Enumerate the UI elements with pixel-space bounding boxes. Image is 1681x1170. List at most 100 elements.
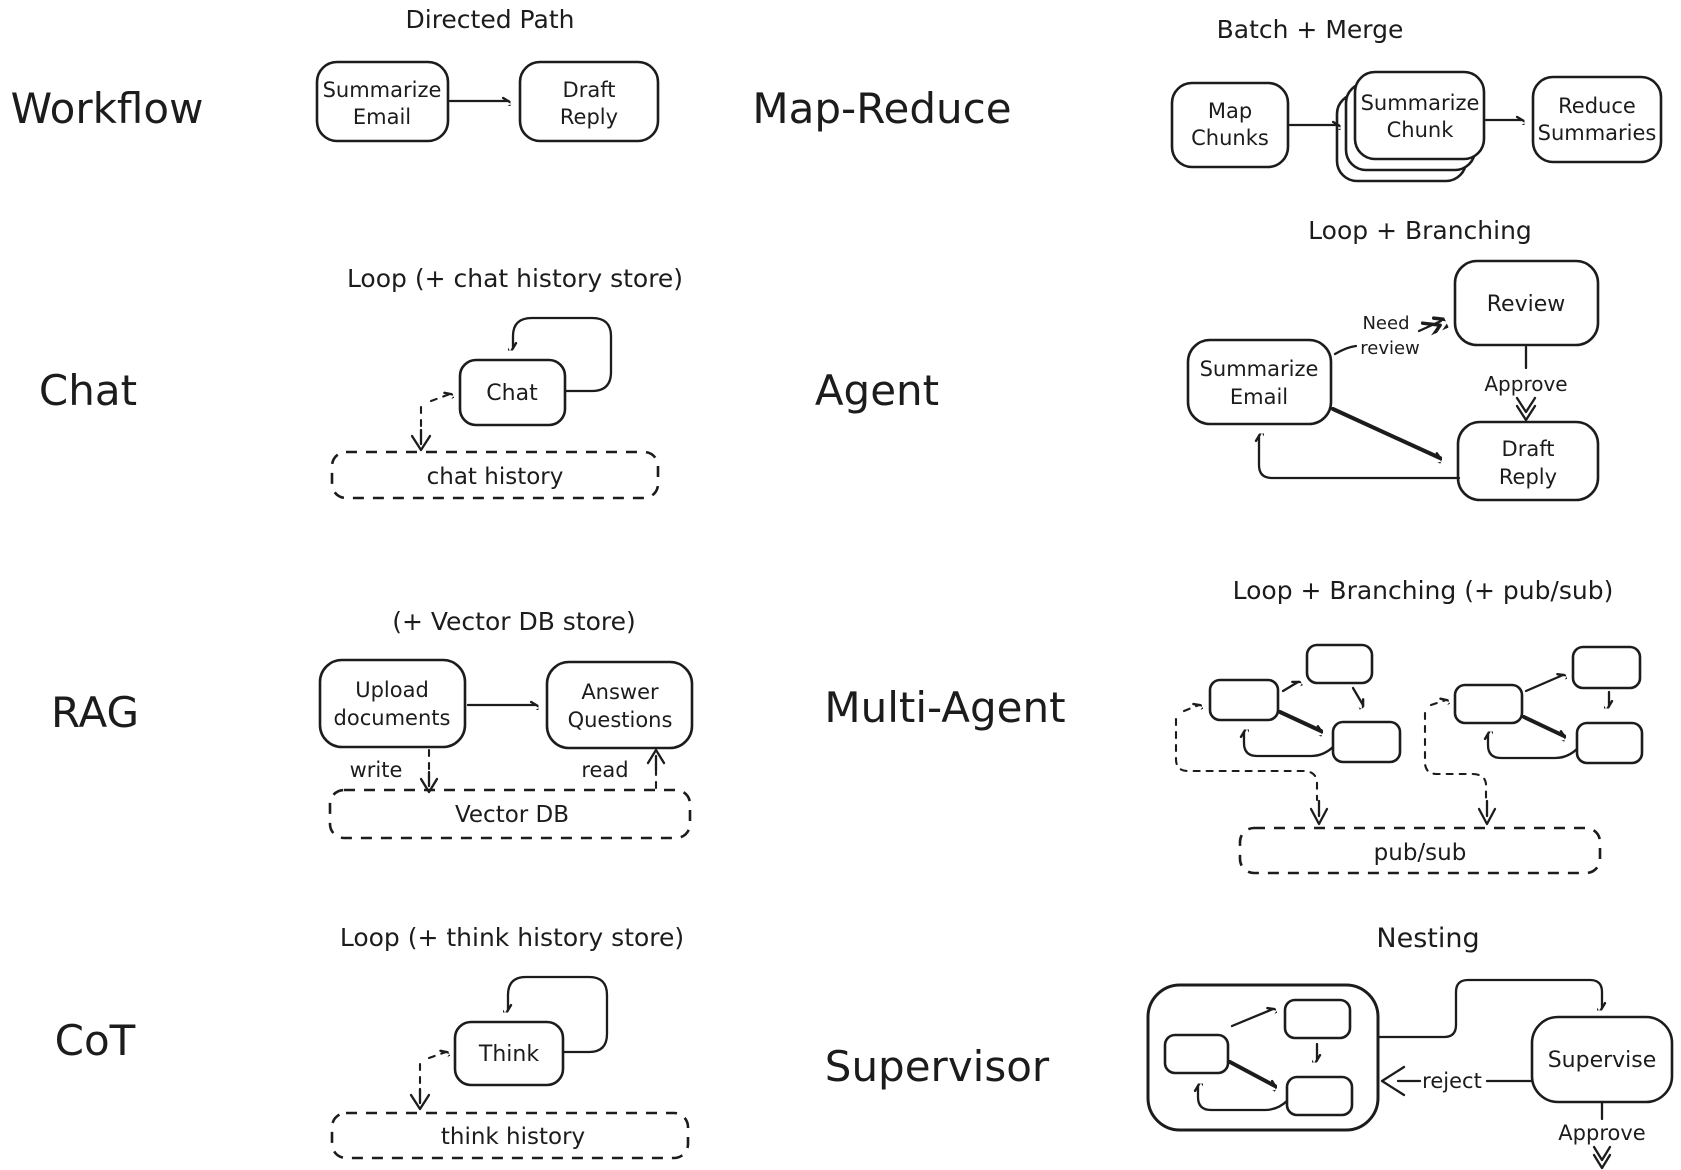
rag-write-label: write	[350, 758, 403, 782]
rag-answer-line2: Questions	[568, 708, 673, 732]
think-history-store-box	[330, 1111, 690, 1160]
cluster2-top-node	[1571, 645, 1642, 690]
rag-answer-box	[545, 660, 694, 750]
section-cot: Loop (+ think history store) CoT Think t…	[55, 923, 690, 1160]
cluster1-top-node	[1305, 643, 1374, 685]
multi-agent-title: Loop + Branching (+ pub/sub)	[1233, 576, 1614, 605]
supervise-approve-arrowhead	[1592, 1145, 1612, 1170]
nested-left-to-bottom-arrow	[1228, 1060, 1275, 1086]
chat-history-store-box	[330, 450, 660, 500]
agent-summarize-email-box	[1186, 338, 1333, 426]
think-history-store-label: think history	[441, 1124, 585, 1150]
workflow-summarize-email-box	[315, 60, 450, 143]
workflow-draft-reply-line2: Reply	[560, 105, 618, 129]
agent-need-review-line1: Need	[1362, 313, 1409, 334]
agent-review-label: Review	[1487, 292, 1566, 317]
workflow-title: Directed Path	[406, 5, 575, 34]
section-agent: Loop + Branching Agent Summarize Email R…	[815, 216, 1600, 502]
cluster2-left-node	[1453, 683, 1524, 725]
agent-to-draft-arrow	[1331, 407, 1440, 458]
rag-read-arrowhead	[646, 748, 666, 772]
container-to-supervise-connector	[1377, 978, 1602, 1039]
agent-summarize-email-line2: Email	[1230, 385, 1288, 409]
reduce-summaries-line2: Summaries	[1538, 121, 1657, 145]
workflow-draft-reply-box	[518, 60, 660, 143]
rag-upload-box	[318, 658, 467, 749]
section-chat: Loop (+ chat history store) Chat Chat ch…	[39, 264, 683, 500]
cot-store-arrowhead	[409, 1087, 431, 1111]
cluster1-top-to-bottom-arrow	[1351, 686, 1363, 705]
nested-left-node	[1163, 1033, 1230, 1075]
think-node-label: Think	[478, 1042, 539, 1067]
supervisor-label: Supervisor	[825, 1042, 1050, 1091]
reduce-summaries-box	[1531, 75, 1663, 164]
cluster2-bottom-node	[1575, 721, 1644, 765]
nested-loop	[1198, 1086, 1290, 1112]
supervise-approve-label: Approve	[1558, 1121, 1645, 1145]
section-workflow: Directed Path Workflow Summarize Email D…	[11, 5, 660, 143]
chat-history-store-label: chat history	[427, 464, 564, 490]
pubsub-store-box	[1238, 826, 1602, 875]
cluster2-pubsub-dashed-line	[1423, 711, 1488, 802]
multi-agent-cluster-2	[1423, 645, 1644, 826]
cot-self-loop	[508, 975, 609, 1054]
rag-label: RAG	[51, 688, 139, 737]
chat-label: Chat	[39, 366, 137, 415]
agent-approve-arrowhead	[1515, 396, 1537, 422]
section-multi-agent: Loop + Branching (+ pub/sub) Multi-Agent	[824, 576, 1644, 875]
cluster1-left-node	[1208, 678, 1280, 722]
map-chunks-line2: Chunks	[1191, 126, 1269, 150]
agent-label: Agent	[815, 366, 939, 415]
vector-db-store-box	[328, 788, 692, 840]
multi-agent-label: Multi-Agent	[824, 683, 1065, 732]
workflow-summarize-email-line2: Email	[353, 105, 411, 129]
summarize-chunk-box	[1353, 70, 1486, 161]
supervisor-nested-container	[1146, 983, 1380, 1132]
reduce-summaries-line1: Reduce	[1558, 94, 1636, 118]
agent-summarize-email-line1: Summarize	[1200, 357, 1319, 381]
agent-to-review-arrow	[1417, 321, 1441, 331]
agent-approve-label: Approve	[1484, 372, 1567, 396]
chat-node-label: Chat	[486, 381, 538, 406]
supervisor-title: Nesting	[1376, 923, 1479, 954]
cluster1-pubsub-arrowhead	[1309, 799, 1329, 826]
workflow-label: Workflow	[11, 84, 204, 133]
reject-arrowhead	[1380, 1065, 1406, 1097]
agent-review-box	[1453, 259, 1600, 347]
rag-read-label: read	[581, 758, 628, 782]
agent-draft-reply-line2: Reply	[1499, 465, 1557, 489]
agent-need-review-line2: review	[1360, 338, 1420, 359]
cot-entry-dashed-arrow	[427, 1052, 446, 1058]
section-supervisor: Nesting Supervisor Supervise reject Appr…	[825, 923, 1674, 1170]
rag-upload-line2: documents	[334, 706, 451, 730]
summarize-chunk-line1: Summarize	[1361, 91, 1480, 115]
chat-title: Loop (+ chat history store)	[347, 264, 683, 293]
chat-entry-dashed-arrow	[429, 394, 450, 403]
cot-title: Loop (+ think history store)	[340, 923, 684, 952]
rag-upload-line1: Upload	[355, 678, 429, 702]
chat-box	[458, 358, 567, 427]
agent-title: Loop + Branching	[1308, 216, 1532, 245]
agent-need-review-connector	[1333, 344, 1358, 356]
cluster1-left-to-top-arrow	[1281, 682, 1298, 693]
agent-draft-reply-line1: Draft	[1502, 437, 1555, 461]
section-rag: (+ Vector DB store) RAG Upload documents…	[51, 607, 694, 840]
section-map-reduce: Batch + Merge Map-Reduce Map Chunks Summ…	[752, 15, 1663, 183]
cluster1-left-to-bottom-arrow	[1278, 710, 1321, 731]
map-reduce-title: Batch + Merge	[1217, 15, 1404, 44]
nested-top-node	[1283, 998, 1352, 1040]
cluster2-left-to-top-arrow	[1524, 675, 1563, 693]
workflow-draft-reply-line1: Draft	[563, 78, 616, 102]
map-reduce-label: Map-Reduce	[752, 84, 1011, 133]
cluster2-pubsub-arrowhead	[1477, 799, 1497, 826]
summarize-chunk-line2: Chunk	[1387, 118, 1455, 142]
supervise-node-label: Supervise	[1548, 1048, 1657, 1073]
map-chunks-line1: Map	[1208, 99, 1252, 123]
vector-db-store-label: Vector DB	[455, 802, 569, 828]
agent-draft-reply-box	[1456, 420, 1600, 502]
think-box	[453, 1020, 565, 1087]
cluster1-entry-dashed-arrow	[1182, 705, 1199, 711]
workflow-summarize-email-line1: Summarize	[323, 78, 442, 102]
cluster2-left-to-bottom-arrow	[1522, 715, 1564, 736]
